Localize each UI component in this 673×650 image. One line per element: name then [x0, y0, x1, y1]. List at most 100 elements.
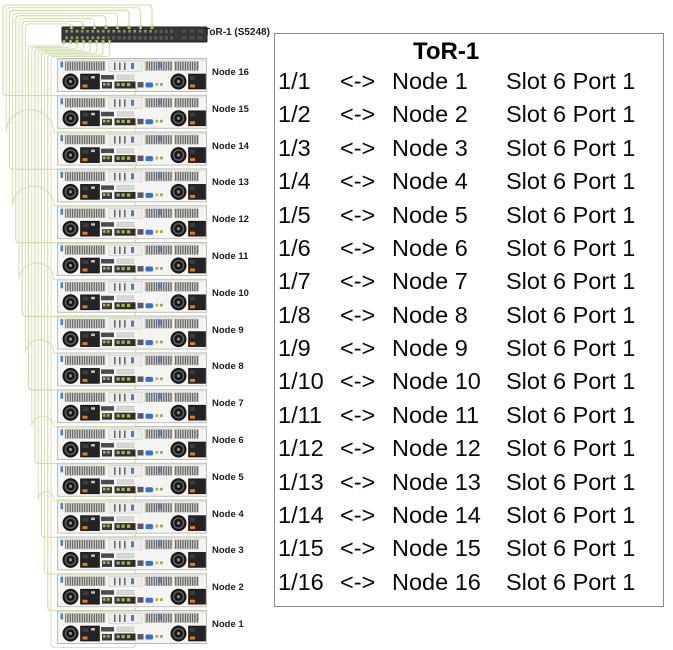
table-title: ToR-1 — [413, 38, 480, 65]
node-label: Node 12 — [212, 214, 249, 226]
switch-port-cell: 1/8 — [278, 301, 311, 328]
server-node-image — [56, 609, 208, 645]
cable — [44, 41, 137, 575]
link-arrow-cell: <-> — [340, 234, 376, 261]
switch-port-cell: 1/2 — [278, 101, 311, 128]
cable — [28, 41, 137, 391]
cable — [15, 15, 137, 244]
node-name-cell: Node 3 — [392, 134, 468, 161]
node-name-cell: Node 16 — [392, 568, 481, 595]
table-row: 1/5 <-> Node 5 Slot 6 Port 1 — [278, 199, 661, 232]
slot-port-cell: Slot 6 Port 1 — [506, 268, 636, 295]
switch-port-cell: 1/6 — [278, 234, 311, 261]
table-rows: 1/1 <-> Node 1 Slot 6 Port 1 1/2 <-> Node 2 Slo… — [278, 65, 661, 599]
node-label: Node 14 — [212, 140, 249, 152]
switch-port-cell: 1/7 — [278, 268, 311, 295]
server-node-image — [56, 352, 208, 387]
slot-port-cell: Slot 6 Port 1 — [506, 435, 636, 462]
slot-port-cell: Slot 6 Port 1 — [506, 67, 636, 94]
link-arrow-cell: <-> — [340, 468, 376, 495]
switch-port-cell: 1/13 — [278, 468, 324, 495]
server-node-image — [56, 425, 208, 461]
link-arrow-cell: <-> — [340, 268, 376, 295]
server-node-image — [56, 168, 208, 203]
server-node-image — [56, 278, 208, 314]
switch-port-cell: 1/11 — [278, 401, 322, 428]
cable — [37, 41, 137, 501]
switch-port-cell: 1/3 — [278, 134, 311, 161]
cable — [40, 41, 137, 538]
link-arrow-cell: <-> — [340, 502, 376, 529]
node-label: Node 15 — [212, 103, 249, 115]
node-name-cell: Node 6 — [392, 234, 468, 261]
node-label: Node 8 — [212, 361, 244, 373]
node-name-cell: Node 4 — [392, 168, 468, 195]
slot-port-cell: Slot 6 Port 1 — [506, 234, 636, 261]
node-name-cell: Node 2 — [392, 101, 468, 128]
node-name-cell: Node 10 — [392, 368, 481, 395]
node-name-cell: Node 11 — [392, 401, 480, 428]
server-rack — [56, 57, 208, 645]
node-label: Node 7 — [212, 398, 244, 410]
node-name-cell: Node 8 — [392, 301, 468, 328]
switch-port-cell: 1/15 — [278, 535, 324, 562]
tor-switch-image — [61, 26, 208, 43]
server-node-image — [56, 388, 208, 424]
node-name-cell: Node 15 — [392, 535, 481, 562]
cable — [21, 20, 137, 317]
cable — [50, 41, 137, 649]
slot-port-cell: Slot 6 Port 1 — [506, 301, 636, 328]
link-arrow-cell: <-> — [340, 368, 376, 395]
table-row: 1/6 <-> Node 6 Slot 6 Port 1 — [278, 232, 661, 265]
link-arrow-cell: <-> — [340, 101, 376, 128]
switch-label: ToR-1 (S5248) — [204, 27, 270, 38]
server-node-image — [56, 241, 208, 277]
slot-port-cell: Slot 6 Port 1 — [506, 335, 636, 362]
node-name-cell: Node 7 — [392, 268, 468, 295]
link-arrow-cell: <-> — [340, 435, 376, 462]
node-label: Node 4 — [212, 508, 244, 520]
node-label: Node 11 — [212, 251, 249, 262]
switch-port-cell: 1/14 — [278, 502, 324, 529]
link-arrow-cell: <-> — [340, 401, 376, 428]
switch-port-cell: 1/9 — [278, 335, 311, 362]
table-row: 1/3 <-> Node 3 Slot 6 Port 1 — [278, 132, 661, 165]
cable — [47, 41, 137, 612]
switch-port-cell: 1/5 — [278, 201, 311, 228]
link-arrow-cell: <-> — [340, 134, 376, 161]
server-node-image — [56, 57, 208, 93]
node-name-cell: Node 1 — [392, 67, 468, 94]
slot-port-cell: Slot 6 Port 1 — [506, 134, 636, 161]
node-name-cell: Node 14 — [392, 502, 481, 529]
slot-port-cell: Slot 6 Port 1 — [506, 401, 636, 428]
slot-port-cell: Slot 6 Port 1 — [506, 535, 636, 562]
node-name-cell: Node 5 — [392, 201, 468, 228]
node-label: Node 16 — [212, 67, 249, 78]
slot-port-cell: Slot 6 Port 1 — [506, 201, 636, 228]
server-node-image — [56, 536, 208, 571]
link-arrow-cell: <-> — [340, 201, 376, 228]
cable — [34, 41, 137, 465]
server-node-image — [56, 499, 208, 534]
node-name-cell: Node 13 — [392, 468, 481, 495]
cable — [24, 23, 137, 354]
link-arrow-cell: <-> — [340, 301, 376, 328]
switch-port-cell: 1/16 — [278, 568, 324, 595]
table-row: 1/14 <-> Node 14 Slot 6 Port 1 — [278, 499, 661, 532]
table-row: 1/7 <-> Node 7 Slot 6 Port 1 — [278, 265, 661, 298]
server-node-image — [56, 131, 208, 166]
switch-port-cell: 1/1 — [278, 67, 311, 94]
cable-harness — [2, 4, 154, 649]
switch-port-cell: 1/4 — [278, 168, 311, 195]
server-node-image — [56, 462, 208, 498]
node-name-cell: Node 9 — [392, 335, 468, 362]
node-label: Node 6 — [212, 435, 244, 446]
node-label: Node 5 — [212, 471, 244, 483]
slot-port-cell: Slot 6 Port 1 — [506, 502, 636, 529]
